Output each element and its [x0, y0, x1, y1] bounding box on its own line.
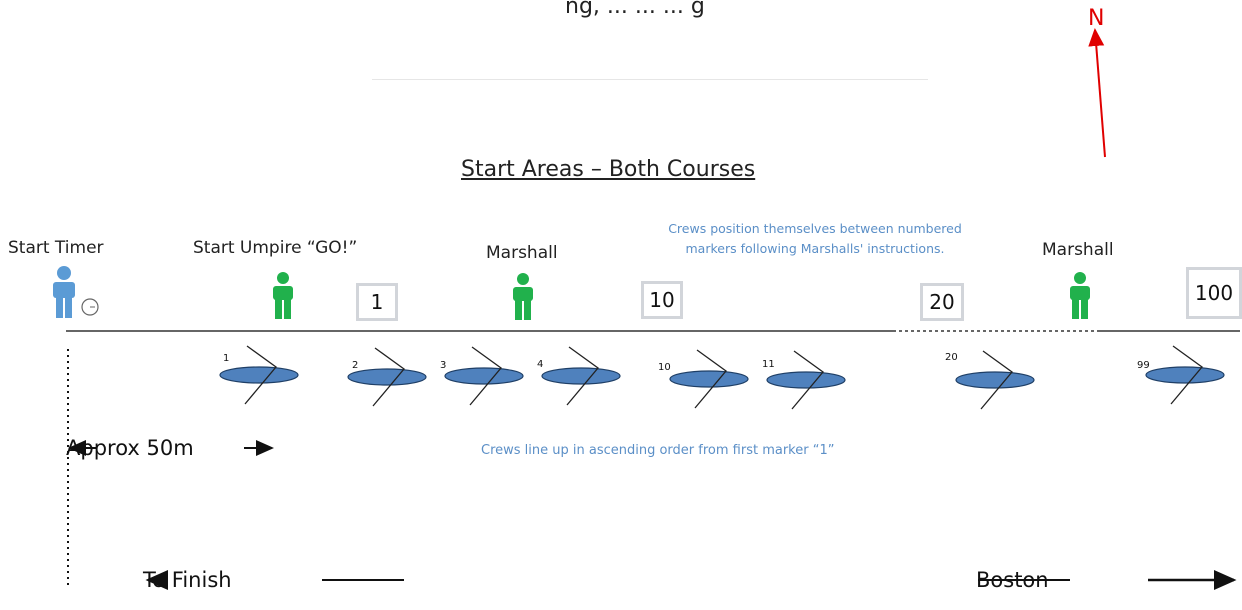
crews-position-note: Crews position themselves between number… [615, 219, 1015, 259]
boat-icon-99 [1145, 345, 1225, 405]
line-up-note: Crews line up in ascending order from fi… [481, 443, 835, 458]
header-divider [372, 79, 928, 80]
crews-position-note-line2: markers following Marshalls' instruction… [685, 241, 945, 256]
boats-group [219, 345, 1225, 410]
marshall-person-icon-1 [513, 273, 533, 320]
stopwatch-icon [81, 298, 99, 316]
crew-number-1: 1 [223, 353, 230, 364]
marker-20: 20 [920, 283, 964, 321]
marshall-label-1: Marshall [486, 243, 558, 263]
crew-number-4: 4 [537, 359, 544, 370]
boat-icon-3 [444, 346, 524, 406]
marker-10: 10 [641, 281, 683, 319]
marker-1: 1 [356, 283, 398, 321]
boat-icon-1 [219, 345, 299, 405]
crew-number-11: 11 [762, 359, 775, 370]
crew-number-20: 20 [945, 352, 958, 363]
start-umpire-label: Start Umpire “GO!” [193, 238, 358, 258]
marshall-person-icon-2 [1070, 272, 1090, 319]
crew-number-2: 2 [352, 360, 359, 371]
diagram-title: Start Areas – Both Courses [461, 157, 756, 182]
north-arrow-icon [1088, 28, 1106, 158]
crew-number-10: 10 [658, 362, 671, 373]
crew-number-3: 3 [440, 360, 447, 371]
marshall-label-2: Marshall [1042, 240, 1114, 260]
boat-icon-10 [669, 349, 749, 409]
boat-icon-11 [766, 350, 846, 410]
crew-number-99: 99 [1137, 360, 1150, 371]
umpire-person-icon [273, 272, 293, 319]
boat-icon-2 [347, 347, 427, 407]
marker-100: 100 [1186, 267, 1242, 319]
header-partial-text: ng, ... ... ... g [565, 0, 705, 19]
boat-icon-20 [955, 350, 1035, 410]
start-timer-label: Start Timer [8, 238, 104, 258]
boat-icon-4 [541, 346, 621, 406]
north-label: N [1088, 6, 1105, 31]
start-timer-person-icon [53, 266, 75, 318]
crews-position-note-line1: Crews position themselves between number… [668, 221, 962, 236]
